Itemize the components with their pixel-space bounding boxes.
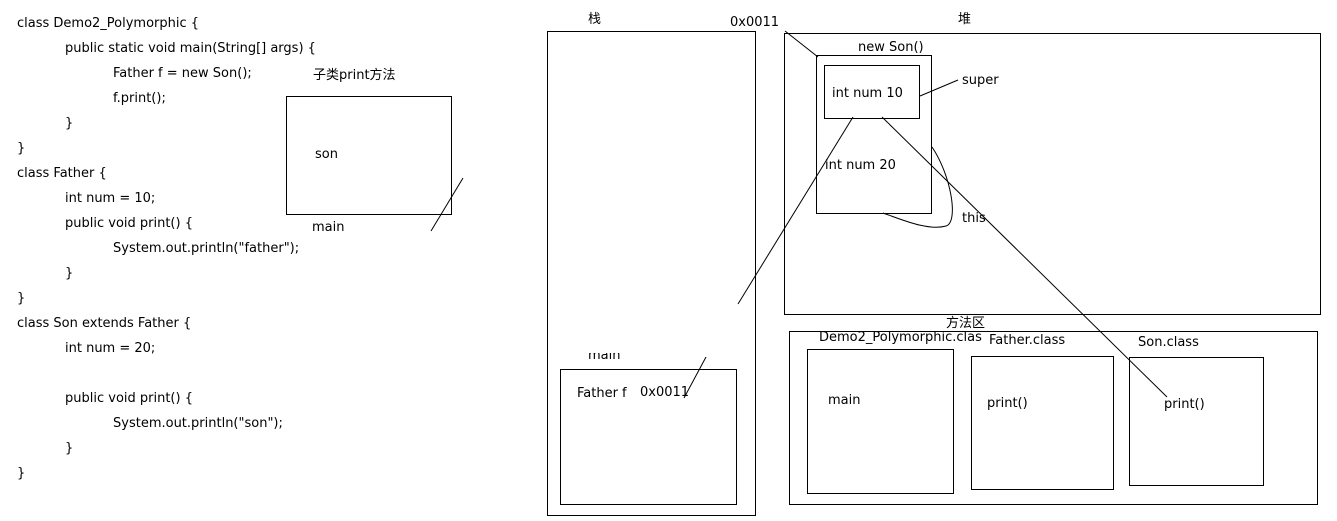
side-frame-footer-label: main (312, 220, 345, 235)
class-box (807, 349, 954, 494)
father-part-box (824, 65, 920, 119)
class-member-label: print() (1164, 397, 1205, 412)
side-frame-title: 子类print方法 (313, 68, 396, 83)
code-line: Father f = new Son(); (113, 66, 252, 81)
this-label: this (962, 211, 986, 226)
heap-object-label: new Son() (858, 40, 924, 55)
son-object-box (816, 55, 932, 214)
side-frame-inner-label: son (315, 147, 338, 162)
source-code: class Demo2_Polymorphic { public static … (0, 0, 316, 500)
son-field-label: int num 20 (825, 158, 896, 173)
code-line: public void print() { (65, 391, 193, 406)
code-line: class Father { (17, 166, 107, 181)
stack-area (547, 31, 756, 516)
code-line: } (65, 441, 74, 456)
code-line: public static void main(String[] args) { (65, 41, 316, 56)
heap-address: 0x0011 (730, 15, 780, 30)
son-print-dispatch-line (881, 116, 1168, 398)
heap-title: 堆 (958, 12, 972, 27)
stack-title: 栈 (588, 12, 602, 27)
code-line: int num = 20; (65, 341, 156, 356)
class-member-label: main (828, 393, 861, 408)
code-line: } (17, 141, 26, 156)
code-line: } (65, 266, 74, 281)
heap-area (784, 33, 1321, 315)
class-member-label: print() (987, 396, 1028, 411)
stack-to-heap-line (737, 116, 854, 305)
code-line: } (65, 116, 74, 131)
address-pointer-line (784, 30, 819, 58)
code-line: int num = 10; (65, 191, 156, 206)
code-line: System.out.println("father"); (113, 241, 300, 256)
code-line: } (17, 466, 26, 481)
reference-value-stroke (683, 356, 707, 399)
super-label: super (962, 73, 999, 88)
method-area-title: 方法区 (946, 316, 986, 331)
code-line: f.print(); (113, 91, 166, 106)
super-pointer-line (919, 79, 959, 97)
stack-var-name: Father f (577, 386, 627, 401)
code-line: System.out.println("son"); (113, 416, 283, 431)
code-line: public void print() { (65, 216, 193, 231)
side-frame-stroke (430, 177, 464, 232)
side-frame-box (286, 96, 452, 215)
this-curve (882, 146, 953, 228)
father-field-label: int num 10 (832, 86, 903, 101)
class-name-label: Demo2_Polymorphic.clas (819, 330, 982, 345)
class-box (971, 356, 1114, 490)
class-name-label: Son.class (1138, 335, 1199, 350)
method-area (789, 331, 1318, 505)
label-mask (580, 342, 640, 353)
class-box (1129, 357, 1264, 486)
stack-var-value: 0x0011 (640, 385, 690, 400)
code-line: } (17, 291, 26, 306)
code-line: class Demo2_Polymorphic { (17, 16, 200, 31)
main-stack-frame (560, 369, 737, 505)
code-line: class Son extends Father { (17, 316, 192, 331)
class-name-label: Father.class (989, 333, 1066, 348)
